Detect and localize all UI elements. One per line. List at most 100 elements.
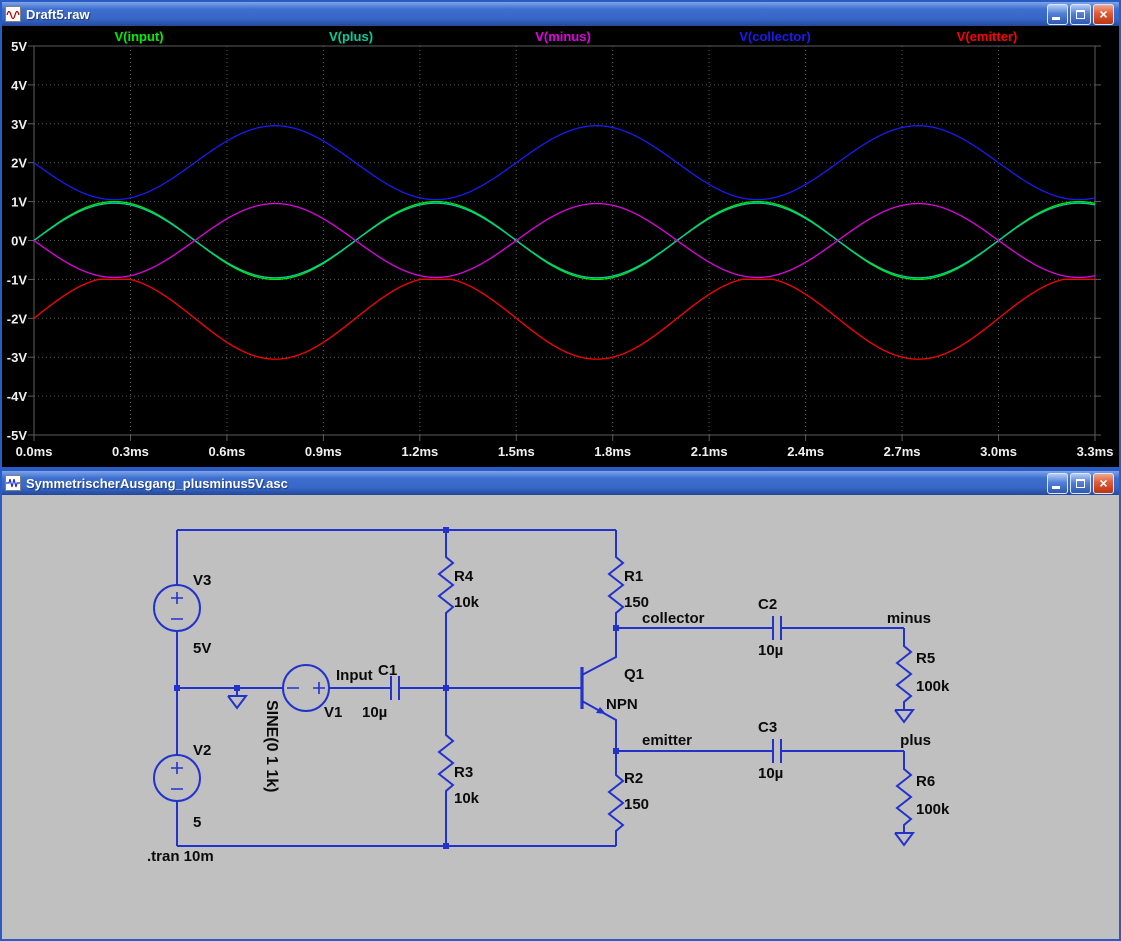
q1-collector-lead[interactable] bbox=[582, 628, 616, 675]
v2-ref-label: V2 bbox=[193, 742, 211, 759]
r2-ref-label: R2 bbox=[624, 770, 643, 787]
x-tick-label: 0.0ms bbox=[16, 444, 53, 459]
r4-ref-label: R4 bbox=[454, 568, 474, 585]
c3-capacitor-symbol[interactable] bbox=[773, 739, 781, 763]
minimize-button[interactable] bbox=[1047, 473, 1068, 494]
r3-resistor-symbol[interactable] bbox=[439, 688, 453, 846]
q1-value-label: NPN bbox=[606, 696, 638, 713]
y-tick-label: 2V bbox=[11, 156, 27, 171]
r6-ref-label: R6 bbox=[916, 773, 935, 790]
schematic-titlebar[interactable]: SymmetrischerAusgang_plusminus5V.asc × bbox=[2, 471, 1119, 495]
r1-value-label: 150 bbox=[624, 594, 649, 611]
x-tick-label: 3.3ms bbox=[1077, 444, 1114, 459]
x-tick-label: 1.5ms bbox=[498, 444, 535, 459]
waveform-window: Draft5.raw × 0.0ms0.3ms0.6ms0.9ms1.2ms1.… bbox=[0, 0, 1121, 469]
q1-ref-label: Q1 bbox=[624, 666, 644, 683]
polarity-marks bbox=[171, 592, 325, 789]
x-tick-label: 2.7ms bbox=[884, 444, 921, 459]
y-tick-label: 4V bbox=[11, 78, 27, 93]
y-tick-label: -2V bbox=[7, 311, 28, 326]
c3-ref-label: C3 bbox=[758, 719, 777, 736]
minimize-button[interactable] bbox=[1047, 4, 1068, 25]
r2-value-label: 150 bbox=[624, 796, 649, 813]
waveform-titlebar[interactable]: Draft5.raw × bbox=[2, 2, 1119, 26]
y-tick-label: 5V bbox=[11, 39, 27, 54]
schematic-window: SymmetrischerAusgang_plusminus5V.asc × bbox=[0, 469, 1121, 941]
y-tick-label: 1V bbox=[11, 195, 27, 210]
maximize-button[interactable] bbox=[1070, 473, 1091, 494]
maximize-icon bbox=[1076, 479, 1085, 488]
spice-directive: .tran 10m bbox=[147, 848, 214, 865]
plot-pane: 0.0ms0.3ms0.6ms0.9ms1.2ms1.5ms1.8ms2.1ms… bbox=[2, 26, 1119, 467]
legend-V(plus)[interactable]: V(plus) bbox=[329, 29, 373, 44]
c1-capacitor-symbol[interactable] bbox=[391, 676, 399, 700]
wires bbox=[154, 530, 913, 846]
v2-voltage-source-symbol[interactable] bbox=[154, 755, 200, 801]
close-button[interactable]: × bbox=[1093, 4, 1114, 25]
v3-ref-label: V3 bbox=[193, 572, 211, 589]
trace-V(input)[interactable] bbox=[34, 202, 1095, 280]
r2-resistor-symbol[interactable] bbox=[609, 751, 623, 846]
net-label-plus: plus bbox=[900, 732, 931, 749]
x-tick-label: 1.8ms bbox=[594, 444, 631, 459]
y-tick-label: -5V bbox=[7, 428, 28, 443]
v2-value-label: 5 bbox=[193, 814, 201, 831]
schematic-labels: V3 5V V2 5 V1 SINE(0 1 1k) Input C1 10µ … bbox=[147, 568, 950, 865]
legend-V(collector)[interactable]: V(collector) bbox=[739, 29, 811, 44]
maximize-icon bbox=[1076, 10, 1085, 19]
r6-resistor-symbol[interactable] bbox=[895, 751, 913, 845]
r5-resistor-symbol[interactable] bbox=[895, 628, 913, 722]
c2-capacitor-symbol[interactable] bbox=[773, 616, 781, 640]
r1-ref-label: R1 bbox=[624, 568, 643, 585]
maximize-button[interactable] bbox=[1070, 4, 1091, 25]
y-tick-label: 3V bbox=[11, 117, 27, 132]
trace-V(minus)[interactable] bbox=[34, 204, 1095, 278]
close-icon: × bbox=[1099, 476, 1107, 490]
r4-resistor-symbol[interactable] bbox=[439, 530, 453, 688]
c2-value-label: 10µ bbox=[758, 642, 783, 659]
schematic-pane: V3 5V V2 5 V1 SINE(0 1 1k) Input C1 10µ … bbox=[2, 495, 1119, 939]
v3-value-label: 5V bbox=[193, 640, 211, 657]
y-tick-label: -1V bbox=[7, 272, 28, 287]
legend-V(emitter)[interactable]: V(emitter) bbox=[957, 29, 1018, 44]
x-tick-label: 2.1ms bbox=[691, 444, 728, 459]
window-title: SymmetrischerAusgang_plusminus5V.asc bbox=[26, 476, 1042, 491]
v1-ref-label: V1 bbox=[324, 704, 342, 721]
r5-ref-label: R5 bbox=[916, 650, 935, 667]
window-title: Draft5.raw bbox=[26, 7, 1042, 22]
y-tick-label: -3V bbox=[7, 350, 28, 365]
window-controls: × bbox=[1047, 4, 1114, 25]
legend-V(minus)[interactable]: V(minus) bbox=[535, 29, 591, 44]
schematic-canvas[interactable]: V3 5V V2 5 V1 SINE(0 1 1k) Input C1 10µ … bbox=[2, 495, 1119, 939]
waveform-file-icon bbox=[5, 6, 21, 22]
v3-voltage-source-symbol[interactable] bbox=[154, 585, 200, 631]
x-tick-label: 0.3ms bbox=[112, 444, 149, 459]
y-tick-label: -4V bbox=[7, 389, 28, 404]
trace-V(collector)[interactable] bbox=[34, 126, 1095, 200]
plot-border bbox=[34, 46, 1095, 435]
y-tick-label: 0V bbox=[11, 234, 27, 249]
v1-value-label: SINE(0 1 1k) bbox=[263, 700, 280, 792]
x-tick-label: 1.2ms bbox=[401, 444, 438, 459]
x-tick-label: 0.6ms bbox=[208, 444, 245, 459]
net-label-minus: minus bbox=[887, 610, 931, 627]
r4-value-label: 10k bbox=[454, 594, 480, 611]
minimize-icon bbox=[1052, 17, 1060, 20]
close-button[interactable]: × bbox=[1093, 473, 1114, 494]
legend-V(input)[interactable]: V(input) bbox=[114, 29, 163, 44]
r1-resistor-symbol[interactable] bbox=[609, 530, 623, 628]
net-label-emitter: emitter bbox=[642, 732, 692, 749]
trace-V(emitter)[interactable] bbox=[34, 279, 1095, 359]
r3-value-label: 10k bbox=[454, 790, 480, 807]
net-label-collector: collector bbox=[642, 610, 705, 627]
c1-value-label: 10µ bbox=[362, 704, 387, 721]
trace-V(plus)[interactable] bbox=[34, 203, 1095, 278]
r6-value-label: 100k bbox=[916, 801, 950, 818]
schematic-file-icon bbox=[5, 475, 21, 491]
r5-value-label: 100k bbox=[916, 678, 950, 695]
waveform-plot[interactable]: 0.0ms0.3ms0.6ms0.9ms1.2ms1.5ms1.8ms2.1ms… bbox=[2, 26, 1119, 467]
c1-ref-label: C1 bbox=[378, 662, 397, 679]
x-tick-label: 3.0ms bbox=[980, 444, 1017, 459]
c2-ref-label: C2 bbox=[758, 596, 777, 613]
